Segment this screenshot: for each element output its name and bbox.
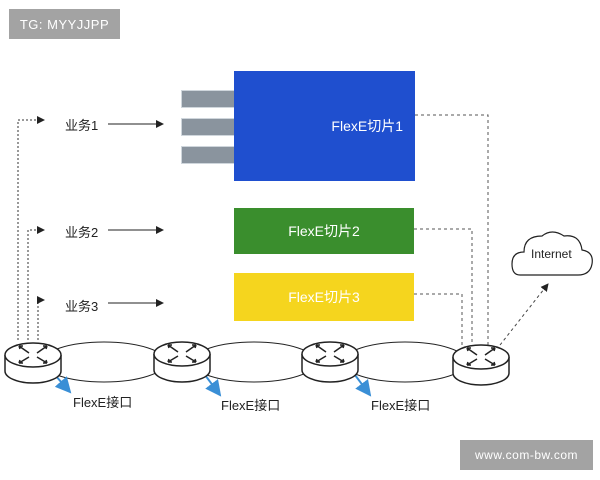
router-icon — [452, 344, 510, 386]
router-to-internet — [499, 283, 549, 346]
flexe-link-3 — [342, 341, 468, 383]
router-icon — [301, 341, 359, 383]
service-1-label: 业务1 — [65, 118, 99, 133]
iface3-arrow — [354, 374, 372, 397]
router-icon — [153, 341, 211, 383]
slice3-to-router — [414, 293, 463, 345]
service1-feed — [17, 116, 45, 340]
service-3-label: 业务3 — [65, 299, 99, 314]
service-2-label: 业务2 — [65, 225, 99, 240]
watermark-tag-bottom: www.com-bw.com — [460, 440, 593, 470]
iface1-arrow — [54, 374, 72, 394]
flexe-interface-3-label: FlexE接口 — [371, 398, 431, 413]
service3-feed — [37, 296, 45, 340]
flexe-interface-1-label: FlexE接口 — [73, 395, 133, 410]
flexe-slice-2: FlexE切片2 — [234, 208, 414, 254]
slice1-label: FlexE切片1 — [331, 118, 403, 134]
flexe-interface-2-label: FlexE接口 — [221, 398, 281, 413]
iface2-arrow — [204, 374, 222, 397]
internet-label: Internet — [531, 247, 572, 261]
flexe-slice-1: FlexE切片1 — [234, 71, 415, 181]
slice2-label: FlexE切片2 — [288, 223, 360, 239]
slice3-label: FlexE切片3 — [288, 289, 360, 305]
flexe-slice-3: FlexE切片3 — [234, 273, 414, 321]
slice1-to-router — [415, 114, 489, 345]
watermark-tag-top: TG: MYYJJPP — [9, 9, 120, 39]
internet-cloud-icon — [511, 231, 593, 276]
slice2-to-router — [414, 228, 473, 345]
service2-feed — [27, 226, 45, 340]
router-icon — [4, 342, 62, 384]
